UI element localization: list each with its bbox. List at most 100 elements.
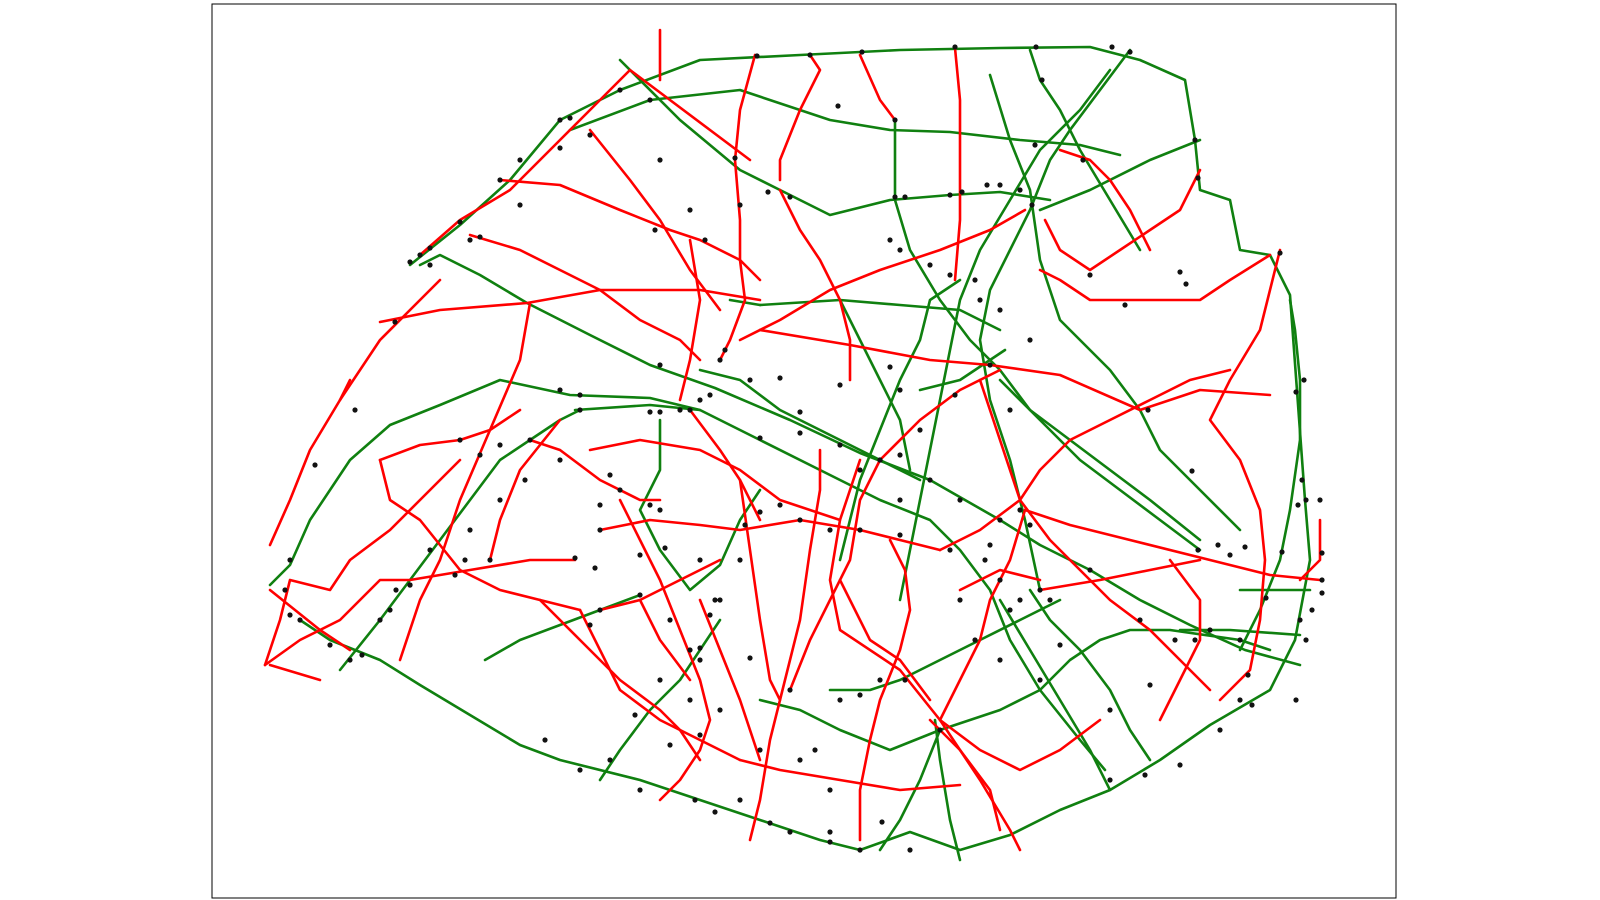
network-node — [597, 607, 603, 613]
network-node — [1057, 642, 1063, 648]
nodes-layer — [282, 44, 1325, 853]
network-node — [987, 542, 993, 548]
network-node — [452, 572, 458, 578]
red-edge — [418, 68, 752, 257]
network-node — [467, 527, 473, 533]
network-node — [797, 409, 803, 415]
red-edge — [678, 238, 702, 402]
network-node — [947, 272, 953, 278]
red-edge — [838, 578, 932, 702]
green-edge — [1038, 138, 1202, 212]
network-node — [757, 509, 763, 515]
network-node — [637, 552, 643, 558]
network-node — [1317, 497, 1323, 503]
network-node — [1319, 577, 1325, 583]
network-node — [947, 192, 953, 198]
green-edge — [933, 718, 962, 862]
network-node — [879, 819, 885, 825]
network-node — [1319, 590, 1325, 596]
network-node — [977, 297, 983, 303]
red-edge — [938, 508, 1027, 722]
network-node — [1177, 762, 1183, 768]
map-frame-border — [211, 3, 1397, 899]
network-node — [1087, 567, 1093, 573]
red-edge — [858, 53, 897, 122]
network-node — [359, 652, 365, 658]
red-edge — [268, 663, 322, 682]
network-node — [517, 157, 523, 163]
green-edge — [618, 58, 1052, 217]
network-node — [712, 809, 718, 815]
network-node — [1033, 44, 1039, 50]
red-edge — [1018, 368, 1232, 502]
network-node — [387, 607, 393, 613]
network-node — [787, 829, 793, 835]
network-node — [1249, 702, 1255, 708]
network-node — [1039, 77, 1045, 83]
network-node — [757, 747, 763, 753]
green-edge — [978, 48, 1132, 592]
network-node — [987, 362, 993, 368]
network-node — [902, 677, 908, 683]
network-node — [657, 409, 663, 415]
network-node — [477, 234, 483, 240]
red-edge — [738, 758, 962, 792]
network-node — [917, 427, 923, 433]
network-node — [1192, 637, 1198, 643]
network-node — [657, 507, 663, 513]
network-node — [427, 262, 433, 268]
network-node — [1237, 697, 1243, 703]
red-edge — [398, 301, 532, 662]
network-node — [957, 597, 963, 603]
network-node — [754, 53, 760, 59]
green-edge — [998, 378, 1202, 552]
network-node — [1032, 142, 1038, 148]
red-edge — [338, 278, 442, 402]
network-node — [662, 545, 668, 551]
network-node — [637, 787, 643, 793]
red-edge — [758, 328, 1272, 412]
network-node — [722, 347, 728, 353]
network-node — [667, 742, 673, 748]
network-node — [697, 397, 703, 403]
network-node — [1027, 522, 1033, 528]
network-node — [892, 194, 898, 200]
network-node — [897, 452, 903, 458]
network-node — [1047, 597, 1053, 603]
network-node — [572, 555, 578, 561]
network-node — [737, 797, 743, 803]
network-node — [1017, 597, 1023, 603]
network-node — [557, 145, 563, 151]
network-node — [1145, 407, 1151, 413]
network-node — [984, 182, 990, 188]
network-node — [652, 227, 658, 233]
network-node — [557, 387, 563, 393]
network-node — [857, 847, 863, 853]
network-node — [427, 245, 433, 251]
network-node — [1215, 542, 1221, 548]
network-node — [1277, 250, 1283, 256]
network-node — [497, 177, 503, 183]
network-node — [742, 522, 748, 528]
network-node — [972, 277, 978, 283]
network-node — [857, 467, 863, 473]
red-edge — [598, 518, 942, 552]
network-node — [577, 407, 583, 413]
network-node — [827, 829, 833, 835]
network-node — [1107, 777, 1113, 783]
network-node — [347, 657, 353, 663]
network-node — [557, 457, 563, 463]
network-node — [287, 612, 293, 618]
network-node — [687, 207, 693, 213]
network-node — [1037, 587, 1043, 593]
network-node — [1107, 707, 1113, 713]
network-node — [327, 642, 333, 648]
red-edge — [953, 46, 962, 282]
network-node — [687, 647, 693, 653]
network-node — [647, 409, 653, 415]
network-node — [692, 797, 698, 803]
green-edge — [1178, 628, 1302, 637]
network-node — [1142, 772, 1148, 778]
network-node — [352, 407, 358, 413]
network-node — [997, 657, 1003, 663]
